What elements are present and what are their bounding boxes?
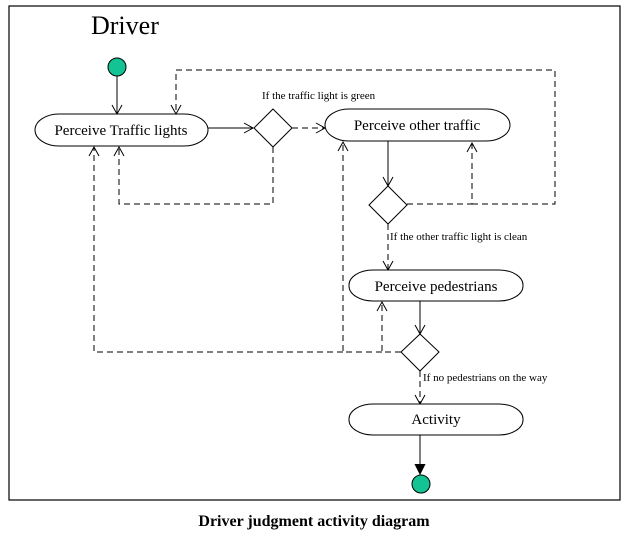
- activity-label: Perceive pedestrians: [375, 279, 498, 295]
- diagram-caption: Driver judgment activity diagram: [198, 513, 430, 530]
- activity-perceive-traffic-lights[interactable]: Perceive Traffic lights: [34, 113, 209, 147]
- edge-decision-back-to-other-traffic: [407, 141, 478, 205]
- activity-shape: [348, 269, 524, 302]
- final-node[interactable]: [411, 474, 431, 494]
- activity-label: Activity: [411, 412, 461, 428]
- activity-activity[interactable]: Activity: [348, 403, 524, 436]
- decision-traffic-light[interactable]: [253, 108, 293, 148]
- decision-pedestrians[interactable]: [400, 333, 440, 372]
- activity-label: Perceive Traffic lights: [54, 123, 187, 139]
- initial-node[interactable]: [107, 57, 127, 77]
- guard-traffic-clean: If the other traffic light is clean: [390, 231, 528, 243]
- activity-perceive-pedestrians[interactable]: Perceive pedestrians: [348, 269, 524, 302]
- edge-decision-loop-to-traffic-lights: [170, 69, 556, 205]
- swimlane-title: Driver: [91, 11, 159, 40]
- guard-no-pedestrians: If no pedestrians on the way: [423, 372, 548, 384]
- swimlane-frame: [8, 5, 621, 501]
- activity-shape: [324, 108, 511, 142]
- decision-other-traffic[interactable]: [368, 185, 408, 225]
- edge-decision-back-to-pedestrians: [376, 300, 401, 353]
- edge-decision-back-to-traffic-lights: [113, 145, 274, 205]
- guard-light-green: If the traffic light is green: [262, 90, 376, 102]
- activity-shape: [348, 403, 524, 436]
- edge-decision-back-to-traffic-lights-2: [88, 145, 343, 353]
- activity-label: Perceive other traffic: [354, 118, 481, 134]
- activity-perceive-other-traffic[interactable]: Perceive other traffic: [324, 108, 511, 142]
- edge-decision-back-to-other-traffic-2: [337, 140, 382, 353]
